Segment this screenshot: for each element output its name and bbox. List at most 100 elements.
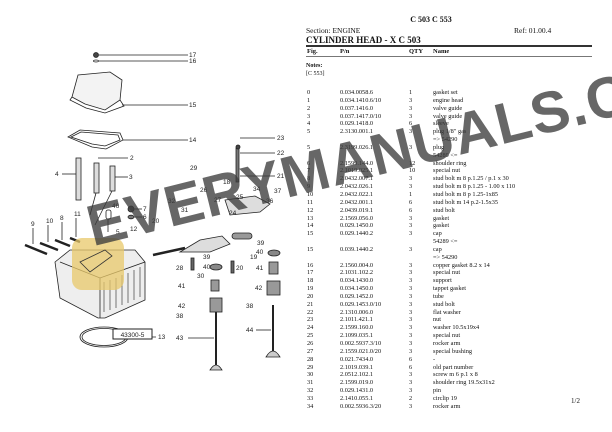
fig-cell: 13 [307,214,314,222]
qty-cell: 3 [409,332,413,340]
qty-cell: 1 [409,190,413,198]
callout-label: 18 [223,179,231,186]
part-number-cell: 0.029.1431.0 [340,387,374,395]
fig-cell: 17 [307,269,314,277]
qty-cell: 3 [409,230,413,238]
reference-label: Ref: 01.00.4 [514,26,552,35]
callout-label: 39 [257,240,265,247]
name-cell: valve guide [433,104,463,112]
name-cell: pin [433,387,442,395]
callout-label: 41 [256,265,264,272]
name-cell: tube [433,292,444,300]
name-cell: stud bolt m 14 p.2-1.5x35 [433,198,499,206]
column-pn: P/n [340,48,350,55]
part-number-cell: 0.029.1450.0 [340,222,374,230]
part-number-cell: 0.039.1440.2 [340,245,374,253]
note-text: 54289 <= [433,151,458,159]
page-title: CYLINDER HEAD - X C 503 [306,35,421,45]
model-heading: C 503 C 553 [410,15,452,24]
qty-cell: 2 [409,394,413,402]
callout-label: 14 [189,137,197,144]
fig-cell: 32 [307,387,314,395]
callout-label: 6 [143,214,147,221]
fig-cell: 2 [307,104,311,112]
qty-cell: 12 [409,159,416,167]
note-text: => 54290 [433,253,458,261]
qty-cell: 6 [409,363,413,371]
part-number-cell: 2.1410.055.1 [340,394,374,402]
qty-cell: 3 [409,143,413,151]
part-number-cell: 0.021.7434.0 [340,355,374,363]
part-number-cell: 2.3199.026.1 [340,143,374,151]
callout-label: 30 [197,273,205,280]
callout-label: 46 [112,203,120,210]
name-cell: old part number [433,363,474,371]
part-number-cell: 2.1569.056.0 [340,214,374,222]
name-cell: special nut [433,167,461,175]
qty-cell: 3 [409,175,413,183]
qty-cell: 3 [409,340,413,347]
qty-cell: 6 [409,355,413,363]
part-number-cell: 2.1599.160.0 [340,324,374,332]
qty-cell: 6 [409,198,413,206]
qty-cell: 3 [409,285,413,293]
name-cell: screw m 6 p.1 x 8 [433,371,478,379]
table-header: Fig. P/n QTY Name [306,47,592,57]
qty-cell: 3 [409,183,413,191]
qty-cell: 3 [409,104,413,112]
fig-cell: 31 [307,379,314,387]
fig-cell: 5 [307,128,311,136]
qty-cell: 6 [409,120,413,128]
qty-cell: 3 [409,402,413,410]
part-number-cell: 0.034.0058.6 [340,89,374,96]
part-number-cell: 0.029.1418.0 [340,120,374,128]
callout-label: 43 [176,335,184,342]
column-qty: QTY [409,48,424,55]
callout-label: 26 [200,187,208,194]
name-cell: - [433,355,436,363]
fig-cell: 25 [307,332,314,340]
qty-cell: 3 [409,214,413,222]
fig-cell: 33 [307,394,314,402]
fig-cell: 15 [307,245,314,253]
note-text: 54289 <= [433,238,458,246]
qty-cell: 3 [409,379,413,387]
part-number-cell: 0.037.1417.0/10 [340,112,382,120]
fig-cell: 16 [307,261,314,269]
qty-cell: 3 [409,347,413,355]
callout-label: 15 [189,102,197,109]
callout-label: 42 [255,285,263,292]
callout-label: 5 [116,229,120,236]
part-number-cell: 2.3130.001.1 [340,128,374,136]
callout-label: 44 [246,327,254,334]
fig-cell: 23 [307,316,314,324]
qty-cell: 3 [409,269,413,277]
row-note: 54289 <= [306,152,596,160]
callout-label: 2 [130,155,134,162]
part-number-cell: 0.002.5937.3/10 [340,340,382,347]
callout-label: 32 [168,198,176,205]
qty-cell: 3 [409,261,413,269]
name-cell: shoulder ring [433,159,467,167]
qty-cell: 1 [409,89,413,96]
callout-label: 37 [274,188,282,195]
fig-cell: 4 [307,120,311,128]
name-cell: rocker arm [433,340,461,347]
fig-cell: 8 [307,175,311,183]
fig-cell: 22 [307,308,314,316]
name-cell: plug 1/8" gas [433,128,467,136]
name-cell: special nut [433,332,461,340]
fig-cell: 1 [307,96,311,104]
fig-cell: 27 [307,347,314,355]
